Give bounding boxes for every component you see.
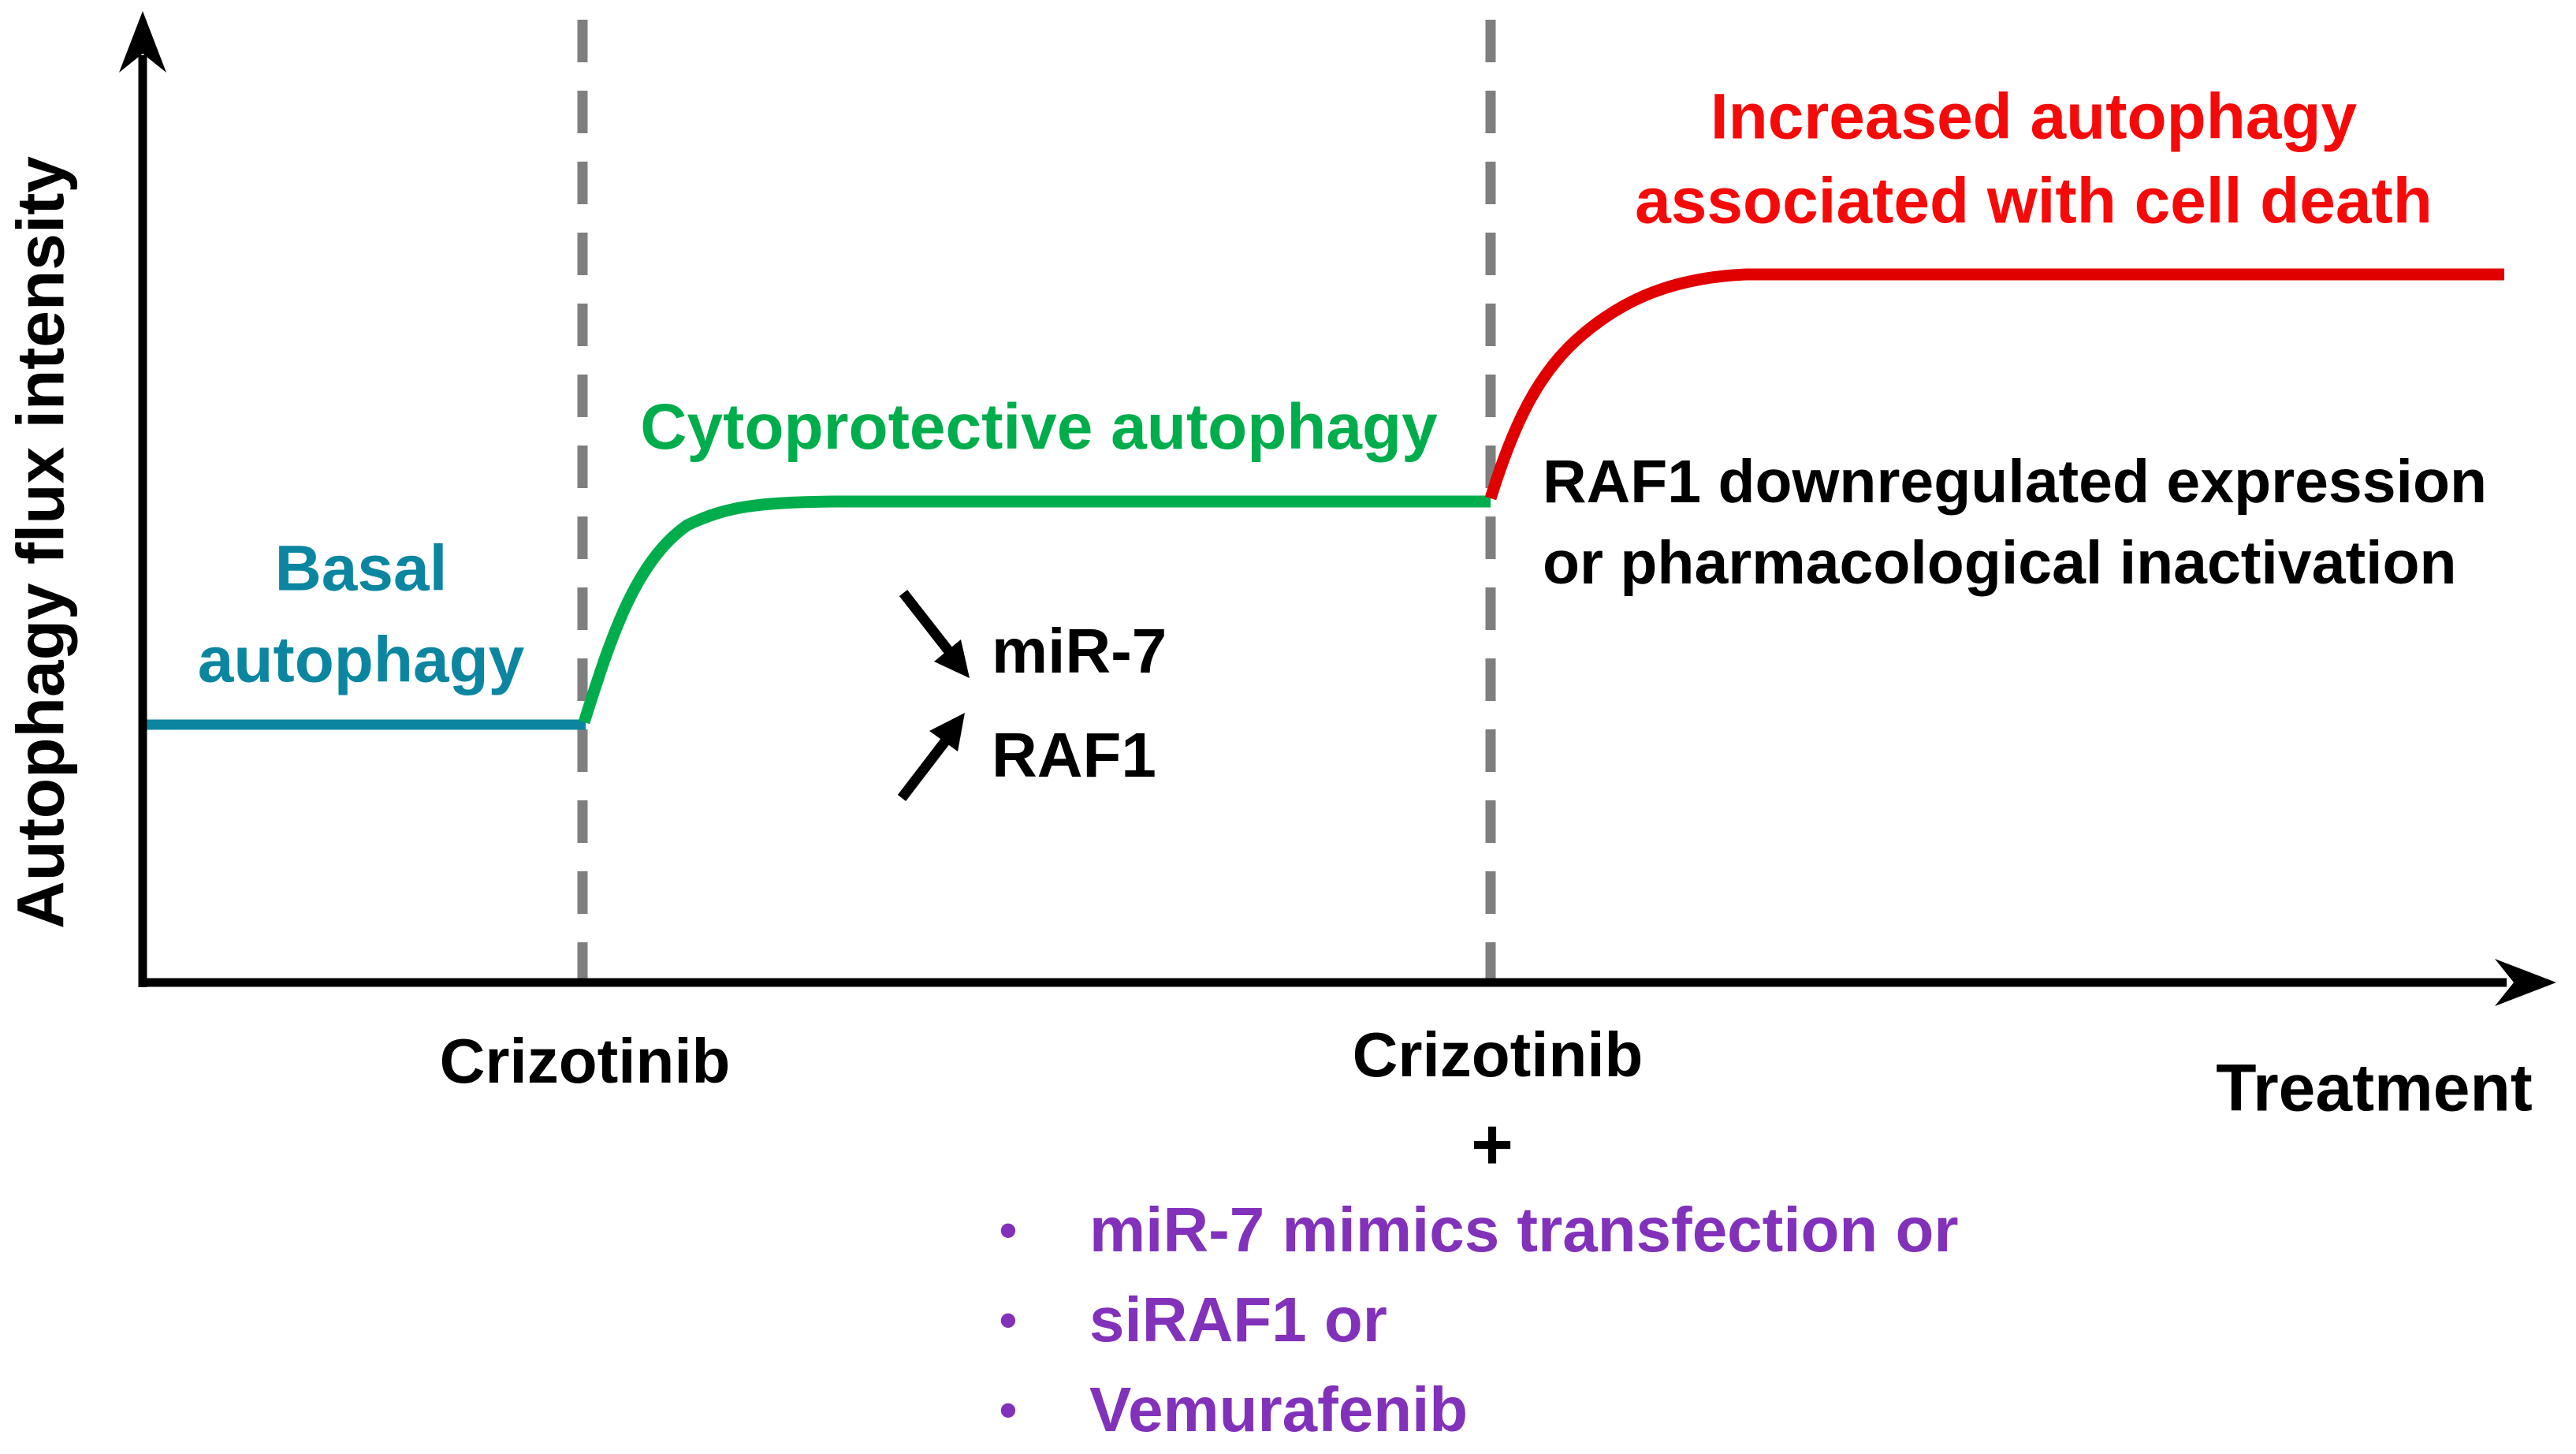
- increased-autophagy-line2: associated with cell death: [1635, 165, 2433, 237]
- raf1-note-line2: or pharmacological inactivation: [1543, 529, 2457, 597]
- bullet-icon: •: [999, 1292, 1018, 1348]
- increased-autophagy-line1: Increased autophagy: [1710, 80, 2358, 153]
- plus-sign: +: [1471, 1104, 1513, 1185]
- cytoprotective-autophagy-label: Cytoprotective autophagy: [640, 391, 1438, 463]
- y-axis-arrowhead: [119, 11, 166, 73]
- mir7-annotation-label: miR-7: [992, 616, 1167, 686]
- x-axis-arrowhead: [2495, 959, 2556, 1006]
- cytoprotective-autophagy-curve: [578, 495, 1491, 725]
- treatment-list-item: • Vemurafenib: [985, 1374, 1468, 1446]
- raf1-note-line1: RAF1 downregulated expression: [1543, 448, 2488, 516]
- bullet-icon: •: [999, 1381, 1018, 1438]
- raf1-annotation-label: RAF1: [992, 720, 1156, 790]
- x-tick-crizotinib: Crizotinib: [439, 1026, 731, 1096]
- bullet-icon: •: [999, 1202, 1018, 1258]
- raf1-increase-arrowhead: [929, 713, 965, 751]
- x-tick-crizotinib-combo: Crizotinib: [1352, 1020, 1644, 1090]
- treatment-item-label: miR-7 mimics transfection or: [1089, 1195, 1959, 1265]
- y-axis-label: Autophagy flux intensity: [3, 155, 78, 930]
- x-axis-label: Treatment: [2216, 1050, 2533, 1125]
- basal-autophagy-label: Basal autophagy: [198, 524, 525, 707]
- treatment-list-item: • siRAF1 or: [985, 1284, 1387, 1356]
- raf1-increase-arrow: [897, 734, 953, 801]
- basal-label-line2: autophagy: [197, 624, 525, 696]
- treatment-item-label: Vemurafenib: [1089, 1374, 1469, 1445]
- mir7-decrease-arrowhead: [934, 639, 970, 678]
- increased-autophagy-label: Increased autophagy associated with cell…: [1635, 75, 2433, 243]
- cell-death-autophagy-curve: [1484, 268, 2504, 501]
- mir7-decrease-arrow: [899, 589, 956, 658]
- treatment-list-item: • miR-7 mimics transfection or: [985, 1194, 1959, 1266]
- basal-label-line1: Basal: [274, 532, 448, 605]
- treatment-item-label: siRAF1 or: [1089, 1284, 1387, 1355]
- raf1-downregulation-note: RAF1 downregulated expression or pharmac…: [1543, 442, 2487, 604]
